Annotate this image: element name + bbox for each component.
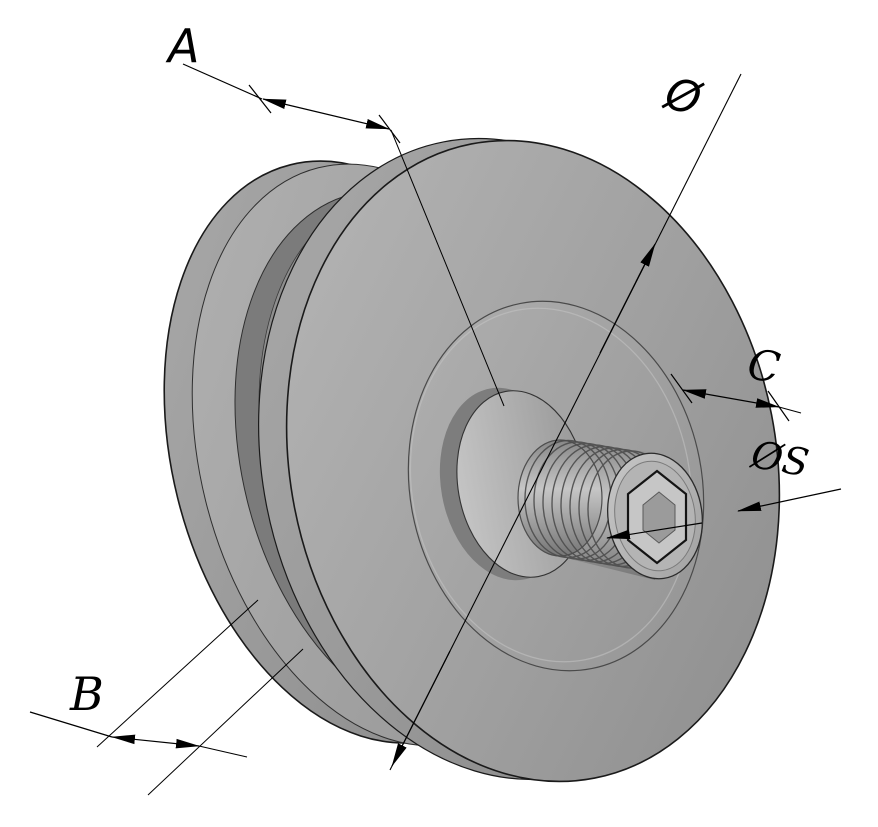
dimension-a — [182, 63, 505, 407]
dim-b-arrow-line — [111, 734, 200, 749]
dim-c-arrow-line — [682, 389, 780, 408]
dim-a-arrow-line — [262, 98, 390, 130]
dim-b-tail — [198, 745, 248, 758]
label-b: B — [69, 667, 104, 721]
dim-s-leader — [737, 488, 842, 512]
dimension-socket — [606, 488, 842, 540]
dim-c-tail — [778, 406, 802, 414]
dim-a-extension-long — [390, 129, 505, 407]
label-socket: ØS — [747, 432, 812, 485]
dim-b-ext-upper — [96, 599, 259, 748]
hub-boss-highlight — [409, 307, 693, 663]
label-c: C — [745, 340, 784, 393]
dim-b-leader — [29, 711, 113, 738]
threaded-stud — [517, 439, 704, 580]
dimensions — [29, 63, 842, 796]
dimension-diameter — [389, 73, 742, 771]
dimension-c — [670, 373, 802, 422]
dim-dia-arrow-upper — [599, 243, 656, 354]
dim-b-ext-lower — [147, 648, 304, 796]
label-a: A — [165, 19, 199, 73]
dim-a-leader — [182, 63, 263, 100]
hex-socket-bottom — [642, 491, 676, 544]
dimension-b — [29, 599, 304, 796]
dim-s-arrow-inner — [606, 522, 703, 540]
dim-dia-arrow-lower — [391, 650, 451, 767]
hex-socket — [626, 469, 688, 565]
